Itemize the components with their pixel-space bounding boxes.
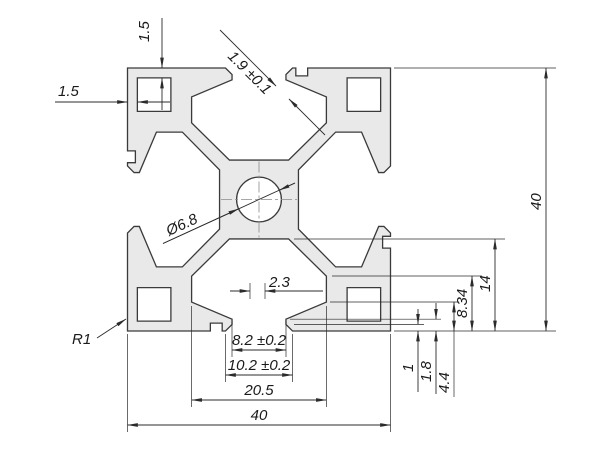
dim-label: R1 xyxy=(72,331,91,348)
dim-dovetail-depth: 4.4 xyxy=(330,301,459,397)
dim-label: Ø6.8 xyxy=(163,210,201,240)
leader-line xyxy=(96,318,127,339)
dim-label: 1.5 xyxy=(136,20,153,42)
dim-label: 40 xyxy=(251,407,268,424)
dim-cavity-floor-depth: 14 xyxy=(294,238,505,332)
dim-slot-opening-width: 8.2 ±0.2 xyxy=(231,321,287,357)
dim-line xyxy=(288,98,326,136)
dim-label: 1 xyxy=(400,364,417,372)
dim-label: 20.5 xyxy=(243,382,274,399)
dim-label: 40 xyxy=(528,193,545,210)
dim-cavity-wall-depth: 8.34 xyxy=(332,275,482,332)
dim-lip-depth: 1.8 xyxy=(290,303,441,394)
dim-slot-mouth-width: 10.2 ±0.2 xyxy=(225,334,293,382)
dim-line xyxy=(162,208,240,244)
dim-lip-chamfer-depth: 1 xyxy=(294,309,424,392)
dim-label: 1.5 xyxy=(58,83,80,100)
dim-top-wall-thickness: 1.5 xyxy=(136,18,164,110)
dim-line xyxy=(219,29,277,87)
dim-line xyxy=(278,182,296,191)
dim-label: 2.3 xyxy=(268,274,291,291)
dim-slot-cavity-width: 20.5 xyxy=(191,306,327,407)
dim-label: 8.34 xyxy=(454,289,471,318)
dim-label: 1.8 xyxy=(418,360,435,382)
dim-label: 14 xyxy=(477,275,494,292)
dim-web-width: 2.3 xyxy=(230,274,323,299)
dim-label: 4.4 xyxy=(436,372,453,393)
dim-label: 10.2 ±0.2 xyxy=(228,357,291,374)
dim-left-wall-thickness: 1.5 xyxy=(55,83,170,104)
dim-overall-width: 40 xyxy=(127,334,391,432)
dim-label: 1.9 ±0.1 xyxy=(224,48,274,98)
dim-overall-height: 40 xyxy=(394,67,556,332)
dim-corner-radius: R1 xyxy=(72,318,127,348)
dim-label: 8.2 ±0.2 xyxy=(232,332,287,349)
